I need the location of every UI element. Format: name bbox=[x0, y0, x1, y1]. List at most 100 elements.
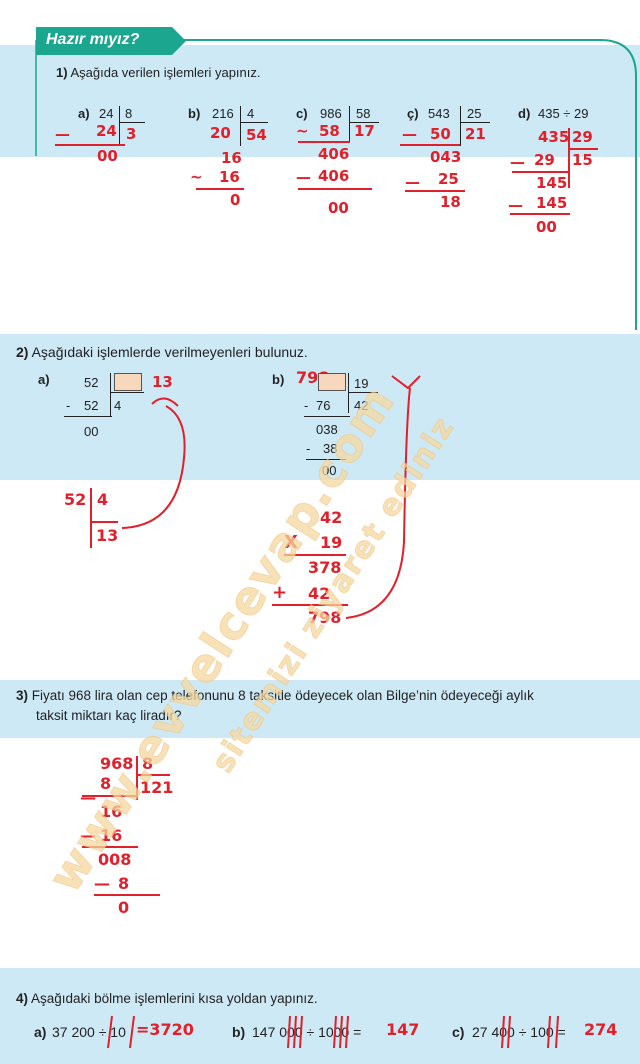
q3-line2: 16 bbox=[100, 802, 123, 821]
q1cc-line1: 50 bbox=[430, 125, 451, 143]
header-tag-shape bbox=[36, 27, 186, 55]
q3-line3: 16 bbox=[100, 826, 123, 845]
q2-number: 2) bbox=[16, 344, 29, 360]
q4c-expr: 27 400 ÷ 100 = bbox=[472, 1024, 566, 1040]
q4b-strikes bbox=[287, 1015, 349, 1049]
q2b-label: b) bbox=[272, 372, 285, 387]
q1c-minus1: ~ bbox=[296, 122, 309, 140]
q2b-product: 378 bbox=[308, 558, 342, 577]
q2a-label: a) bbox=[38, 372, 50, 387]
q3-minus1: — bbox=[80, 788, 96, 807]
q1d-hw-divisor: 29 bbox=[572, 128, 593, 146]
q1d-line1: 29 bbox=[534, 151, 555, 169]
q2b-minus2: - bbox=[306, 441, 311, 456]
q1d-line4: 00 bbox=[536, 218, 557, 236]
q3-divisor: 8 bbox=[142, 754, 154, 773]
q4a-strikes bbox=[107, 1015, 135, 1049]
q2b-divisor: 19 bbox=[354, 376, 369, 391]
q2b-add: 42 bbox=[308, 584, 331, 603]
q2a-divisor: 4 bbox=[114, 398, 122, 413]
q1cc-label: ç) bbox=[407, 106, 419, 121]
q1d-quotient: 15 bbox=[572, 151, 593, 169]
q2a-check-divisor: 4 bbox=[97, 490, 109, 509]
q1c-line1: 58 bbox=[319, 122, 340, 140]
q1c-line2: 406 bbox=[318, 145, 350, 163]
q3-line2: taksit miktarı kaç liradır? bbox=[36, 708, 182, 723]
q1c-line4: 00 bbox=[328, 199, 349, 217]
q1b-quotient: 54 bbox=[246, 126, 267, 144]
header-tag: Hazır mıyız? bbox=[46, 31, 140, 48]
q4a-expr: 37 200 ÷ 10 bbox=[52, 1024, 126, 1040]
q1d-hw-dividend: 435 bbox=[538, 128, 570, 146]
q1c-dividend: 986 bbox=[320, 106, 342, 121]
q1-question: 1) Aşağıda verilen işlemleri yapınız. bbox=[56, 65, 261, 80]
q1cc-divisor: 25 bbox=[467, 106, 482, 121]
q3-line5: 8 bbox=[118, 874, 130, 893]
q2b-sub2: 38 bbox=[323, 441, 338, 456]
q4b-answer: 147 bbox=[386, 1020, 420, 1039]
q3-question: 3) Fiyatı 968 lira olan cep telefonunu 8… bbox=[16, 688, 534, 703]
q2b-remainder: 00 bbox=[322, 463, 337, 478]
q1cc-quotient: 21 bbox=[465, 125, 486, 143]
q1c-line3: 406 bbox=[318, 167, 350, 185]
q1-text: Aşağıda verilen işlemleri yapınız. bbox=[70, 65, 261, 80]
q4b-label: b) bbox=[232, 1024, 246, 1040]
q1b-dividend: 216 bbox=[212, 106, 234, 121]
q2b-blank-box bbox=[318, 373, 346, 391]
q4-question: 4) Aşağıdaki bölme işlemlerini kısa yold… bbox=[16, 991, 318, 1006]
q1a-dividend: 24 bbox=[99, 106, 114, 121]
q3-minus2: — bbox=[80, 826, 96, 845]
q2a-arrow bbox=[121, 397, 186, 529]
q1d-expression: 435 ÷ 29 bbox=[538, 106, 589, 121]
q2a-dividend: 52 bbox=[84, 375, 99, 390]
q1cc-line2: 043 bbox=[430, 148, 462, 166]
q3-minus3: — bbox=[94, 874, 110, 893]
q2a-answer: 13 bbox=[152, 373, 173, 391]
section-frame bbox=[35, 39, 637, 330]
q1cc-line4: 18 bbox=[440, 193, 461, 211]
q1c-label: c) bbox=[296, 106, 308, 121]
q4c-strikes bbox=[501, 1015, 559, 1049]
q1b-divisor: 4 bbox=[247, 106, 255, 121]
q3-line1: Fiyatı 968 lira olan cep telefonunu 8 ta… bbox=[31, 688, 534, 703]
q4c-answer: 274 bbox=[584, 1020, 618, 1039]
q1a-divisor: 8 bbox=[125, 106, 133, 121]
q2-question: 2) Aşağıdaki işlemlerde verilmeyenleri b… bbox=[16, 344, 308, 360]
q1cc-dividend: 543 bbox=[428, 106, 450, 121]
q2b-plus: + bbox=[272, 582, 288, 603]
q1d-minus2: — bbox=[508, 196, 523, 214]
q3-line4: 008 bbox=[98, 850, 132, 869]
q1cc-minus1: — bbox=[402, 125, 417, 143]
q3-band bbox=[0, 680, 640, 738]
q3-dividend: 968 bbox=[100, 754, 134, 773]
q2b-minus1: - bbox=[304, 398, 309, 413]
q1d-line2: 145 bbox=[536, 174, 568, 192]
q1b-line1: 20 bbox=[210, 124, 231, 142]
q1c-quotient: 17 bbox=[354, 122, 375, 140]
q1cc-minus2: — bbox=[405, 173, 420, 191]
q2-text: Aşağıdaki işlemlerde verilmeyenleri bulu… bbox=[31, 344, 308, 360]
q2b-sub1: 76 bbox=[316, 398, 331, 413]
q1a-line1: 24 bbox=[96, 122, 117, 140]
q1-number: 1) bbox=[56, 65, 68, 80]
q1cc-line3: 25 bbox=[438, 170, 459, 188]
q2a-remainder: 00 bbox=[84, 424, 99, 439]
q1b-line2: 16 bbox=[221, 149, 242, 167]
q4-band bbox=[0, 968, 640, 1064]
q2b-mid: 038 bbox=[316, 422, 338, 437]
q2-band bbox=[0, 334, 640, 480]
q2b-arrow bbox=[345, 375, 421, 619]
q1a-line2: 00 bbox=[97, 147, 118, 165]
q1d-minus1: — bbox=[510, 153, 525, 171]
q2b-sum: 798 bbox=[308, 608, 342, 627]
q2a-blank-box bbox=[114, 373, 142, 391]
q1a-minus: — bbox=[55, 125, 70, 143]
q1d-label: d) bbox=[518, 106, 531, 121]
q3-line1: 8 bbox=[100, 774, 112, 793]
q1-band bbox=[0, 45, 640, 157]
q3-line6: 0 bbox=[118, 898, 130, 917]
q4a-label: a) bbox=[34, 1024, 47, 1040]
q2a-check-result: 13 bbox=[96, 526, 119, 545]
q2b-mult-a: 42 bbox=[320, 508, 343, 527]
q2a-minus: - bbox=[66, 398, 71, 413]
